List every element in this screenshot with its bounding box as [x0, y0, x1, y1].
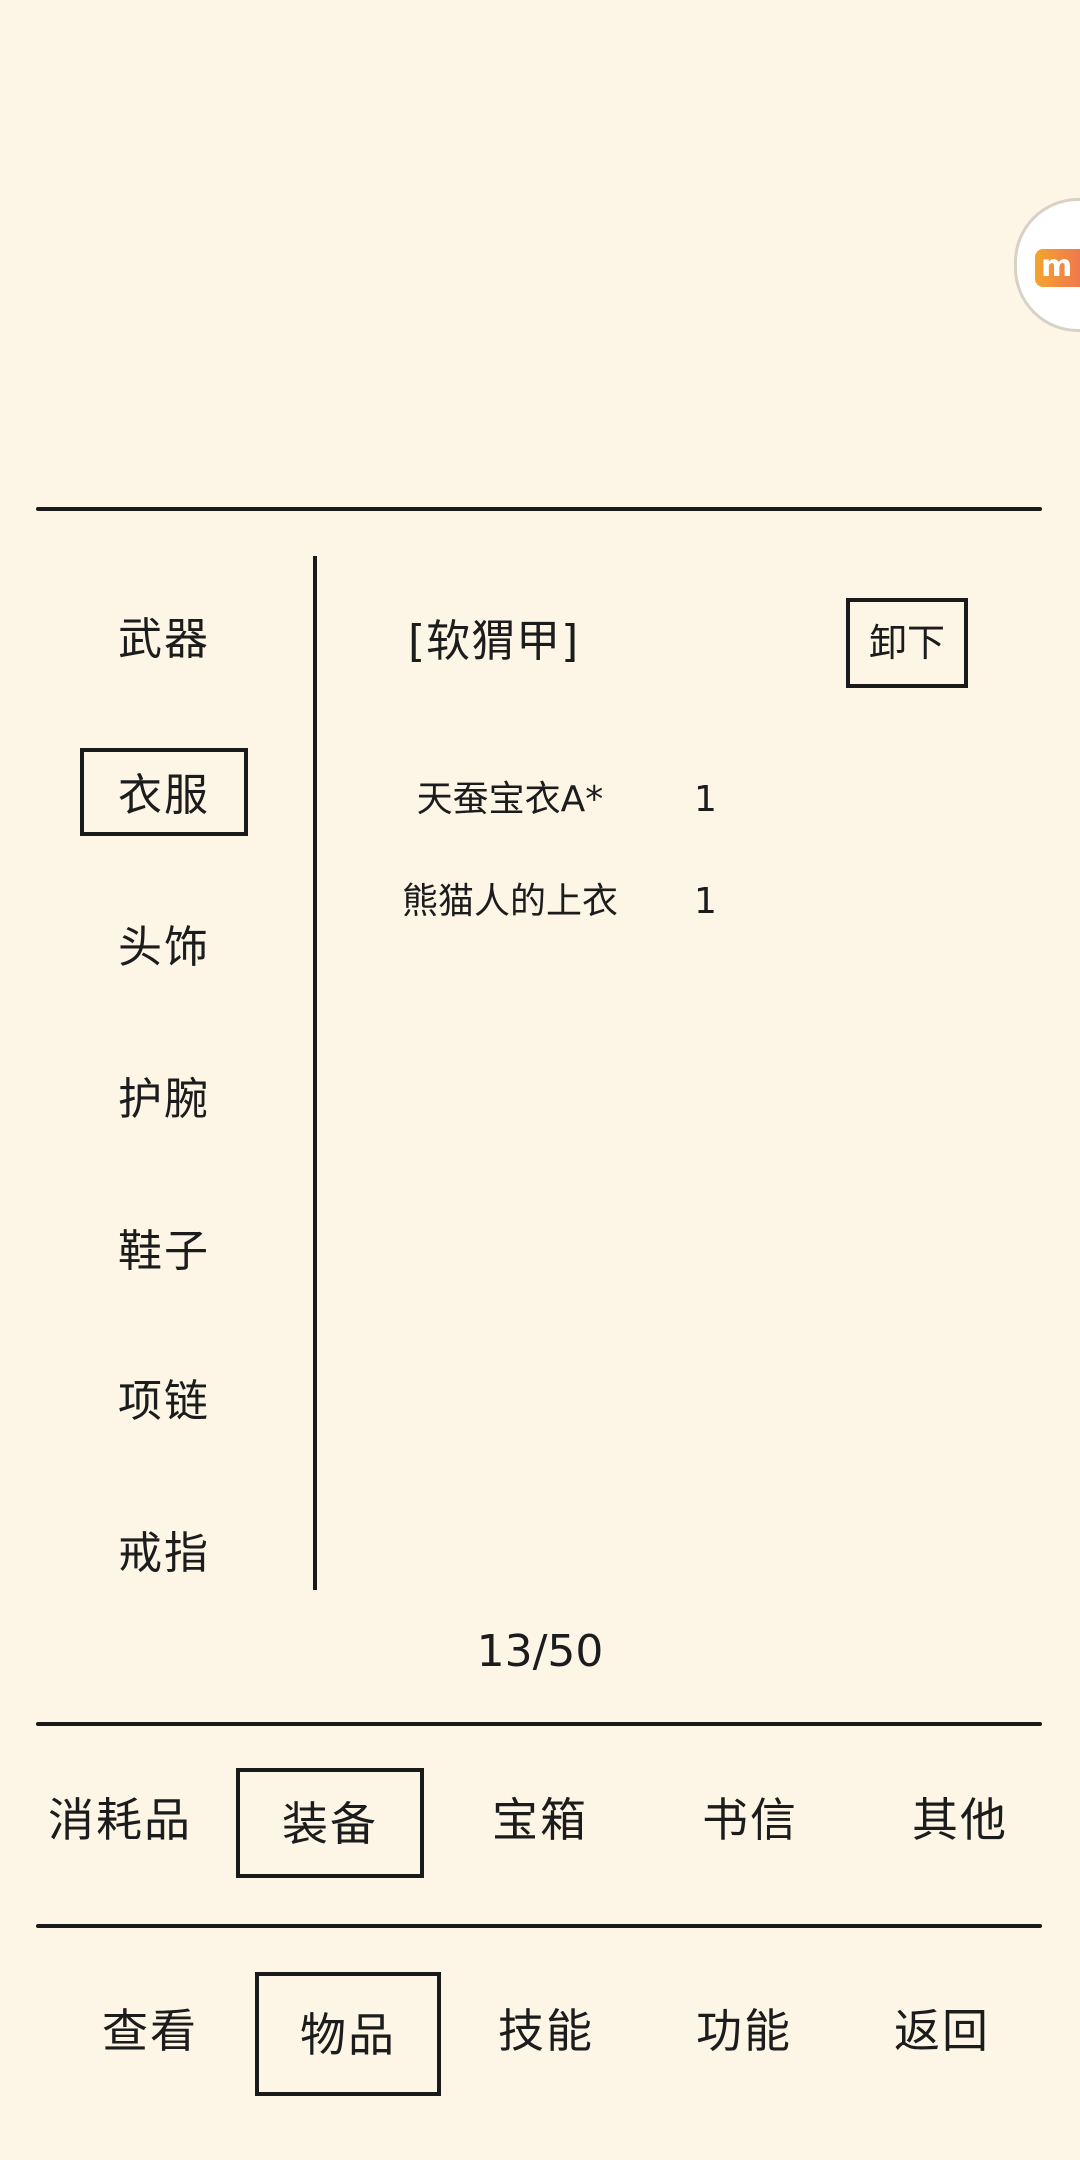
nav-view[interactable]: 查看 [102, 2004, 198, 2058]
nav-functions[interactable]: 功能 [696, 2004, 792, 2058]
slot-necklace[interactable]: 项链 [118, 1376, 210, 1427]
equipped-item-name: [软猬甲] [408, 616, 580, 667]
slot-weapon[interactable]: 武器 [118, 614, 210, 665]
tab-consumables[interactable]: 消耗品 [48, 1793, 192, 1847]
list-item-name: 熊猫人的上衣 [401, 881, 618, 922]
tab-equipment-selected[interactable]: 装备 [236, 1768, 424, 1878]
list-item-qty: 1 [694, 779, 717, 820]
column-divider [313, 556, 317, 1590]
list-item-qty: 1 [694, 881, 717, 922]
divider-tabs-top [36, 1722, 1042, 1726]
list-item[interactable]: 熊猫人的上衣 1 [0, 872, 1080, 932]
slot-ring[interactable]: 戒指 [118, 1528, 210, 1579]
nav-skills[interactable]: 技能 [498, 2004, 594, 2058]
divider-nav-top [36, 1924, 1042, 1928]
tab-other[interactable]: 其他 [912, 1793, 1008, 1847]
nav-back[interactable]: 返回 [894, 2004, 990, 2058]
divider-top [36, 507, 1042, 511]
slot-shoes[interactable]: 鞋子 [118, 1226, 210, 1277]
slot-bracers[interactable]: 护腕 [118, 1074, 210, 1125]
floating-assistant-button[interactable]: m [1014, 198, 1080, 332]
slot-clothes-selected[interactable]: 衣服 [80, 748, 248, 836]
slot-headwear[interactable]: 头饰 [118, 922, 210, 973]
tab-chests[interactable]: 宝箱 [492, 1793, 588, 1847]
list-item-name: 天蚕宝衣A* [416, 779, 604, 820]
list-item[interactable]: 天蚕宝衣A* 1 [0, 770, 1080, 830]
nav-items-selected[interactable]: 物品 [255, 1972, 441, 2096]
m-logo-icon: m [1035, 249, 1080, 287]
bag-capacity: 13/50 [476, 1626, 604, 1677]
tab-letters[interactable]: 书信 [702, 1793, 798, 1847]
unequip-button[interactable]: 卸下 [846, 598, 968, 688]
